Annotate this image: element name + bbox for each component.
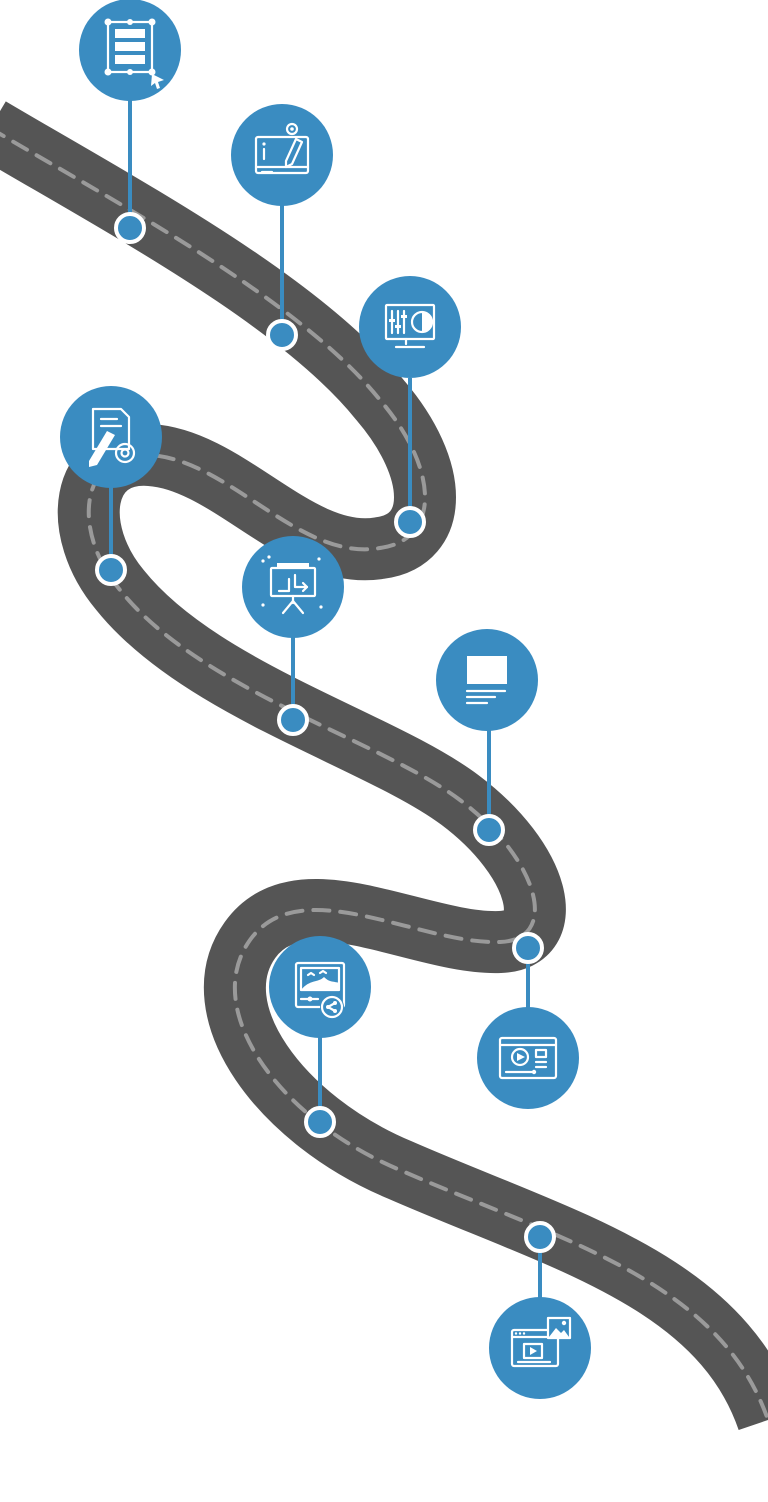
- video-media-browser-icon: [510, 1316, 572, 1368]
- milestone-pin-9[interactable]: [524, 1221, 556, 1253]
- image-text-card-icon: [465, 656, 507, 705]
- video-player-browser-icon: [498, 1036, 558, 1080]
- milestone-badge-9[interactable]: [489, 1297, 591, 1399]
- milestone-pin-2[interactable]: [266, 319, 298, 351]
- road-pins: [95, 212, 556, 1253]
- document-pen-gear-icon: [89, 407, 136, 467]
- milestone-pin-1[interactable]: [114, 212, 146, 244]
- milestone-pin-4[interactable]: [95, 554, 127, 586]
- presentation-board-icon: [261, 555, 323, 615]
- milestone-pin-5[interactable]: [277, 704, 309, 736]
- milestone-badge-7[interactable]: [477, 1007, 579, 1109]
- monitor-adjust-contrast-icon: [384, 303, 436, 349]
- milestone-pin-3[interactable]: [394, 506, 426, 538]
- milestone-pin-8[interactable]: [304, 1106, 336, 1138]
- milestone-badge-2[interactable]: [231, 104, 333, 206]
- milestone-pin-7[interactable]: [512, 932, 544, 964]
- milestone-badge-1[interactable]: [79, 0, 181, 101]
- layout-wireframe-icon: [104, 18, 164, 89]
- milestone-badge-6[interactable]: [436, 629, 538, 731]
- milestone-badge-3[interactable]: [359, 276, 461, 378]
- milestone-badge-5[interactable]: [242, 536, 344, 638]
- milestone-pin-6[interactable]: [473, 814, 505, 846]
- image-share-icon: [294, 961, 346, 1019]
- milestone-badge-4[interactable]: [60, 386, 162, 488]
- milestone-badge-8[interactable]: [269, 936, 371, 1038]
- monitor-design-pen-icon: [254, 122, 310, 175]
